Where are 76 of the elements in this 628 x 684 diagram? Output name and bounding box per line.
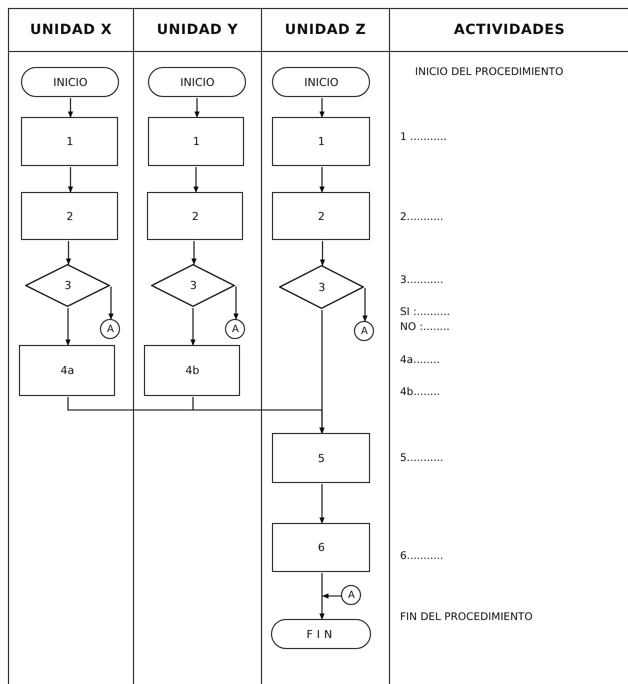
node-label: 3: [64, 279, 72, 292]
lane-header: UNIDAD Y: [134, 9, 261, 52]
node-label: 4b: [185, 364, 200, 378]
process-box: [19, 345, 116, 396]
arrow: [320, 241, 326, 266]
node-label: 1: [66, 135, 74, 148]
arrow: [319, 98, 325, 118]
arrow: [362, 287, 368, 322]
node-label: FIN: [306, 628, 336, 641]
node-label: 1: [318, 135, 325, 148]
node-label: 5: [318, 452, 325, 465]
node-label: INICIO: [53, 76, 88, 89]
activity-text: 5...........: [400, 452, 444, 464]
arrow: [322, 593, 342, 599]
node-label: INICIO: [304, 76, 339, 89]
activity-text: 4a........: [400, 354, 440, 366]
terminal-shape: [271, 619, 372, 650]
decision-diamond: [279, 265, 364, 310]
node-label: 3: [318, 280, 326, 294]
arrow: [191, 241, 197, 265]
decision-diamond: [151, 264, 236, 308]
node-label: 4a: [60, 364, 74, 378]
activity-text: 3...........: [400, 274, 444, 286]
arrow: [233, 286, 239, 320]
connector-circle: [225, 319, 246, 340]
lane-header: UNIDAD X: [9, 9, 133, 52]
activity-text: FIN DEL PROCEDIMIENTO: [400, 611, 533, 623]
arrow: [65, 308, 71, 346]
process-box: [272, 117, 370, 166]
terminal-shape: [272, 67, 370, 98]
connector-circle: [341, 585, 362, 606]
node-label: 6: [318, 541, 325, 554]
activity-text: NO :........: [400, 321, 450, 333]
lane-header: UNIDAD Z: [262, 9, 389, 52]
node-label: A: [348, 590, 355, 601]
activity-text: SI :..........: [400, 306, 450, 318]
activity-text: 4b........: [400, 386, 440, 398]
arrow: [68, 98, 74, 118]
arrow: [192, 397, 325, 434]
arrow: [68, 167, 74, 193]
process-box: [21, 117, 118, 166]
process-box: [144, 345, 240, 396]
arrow: [319, 484, 325, 524]
arrow: [319, 167, 325, 193]
node-label: A: [232, 324, 239, 335]
node-label: 2: [318, 210, 325, 223]
node-label: A: [106, 324, 114, 335]
swimlane: [8, 8, 134, 684]
process-box: [147, 192, 244, 240]
process-box: [148, 117, 244, 166]
arrow: [194, 98, 200, 118]
terminal-shape: [21, 67, 120, 98]
node-label: INICIO: [180, 76, 215, 89]
node-label: 2: [192, 210, 199, 223]
connector-circle: [100, 319, 120, 340]
arrow: [108, 286, 114, 320]
connector-circle: [354, 321, 374, 342]
arrow: [319, 573, 325, 620]
process-box: [272, 192, 370, 240]
decision-diamond: [25, 264, 110, 308]
arrow: [193, 167, 199, 193]
activity-text: 6...........: [400, 550, 444, 562]
node-label: 3: [190, 279, 197, 292]
activity-text: 1 ...........: [400, 131, 447, 143]
arrow: [66, 241, 72, 265]
arrow: [190, 308, 196, 346]
lane-header: ACTIVIDADES: [390, 9, 628, 52]
node-label: A: [360, 326, 368, 337]
activity-text: 2...........: [400, 211, 444, 223]
process-box: [272, 523, 370, 572]
terminal-shape: [148, 67, 246, 98]
node-label: 2: [66, 210, 74, 223]
process-box: [21, 192, 118, 240]
process-box: [272, 433, 370, 484]
activity-text: INICIO DEL PROCEDIMIENTO: [415, 66, 564, 78]
node-label: 1: [192, 135, 200, 148]
